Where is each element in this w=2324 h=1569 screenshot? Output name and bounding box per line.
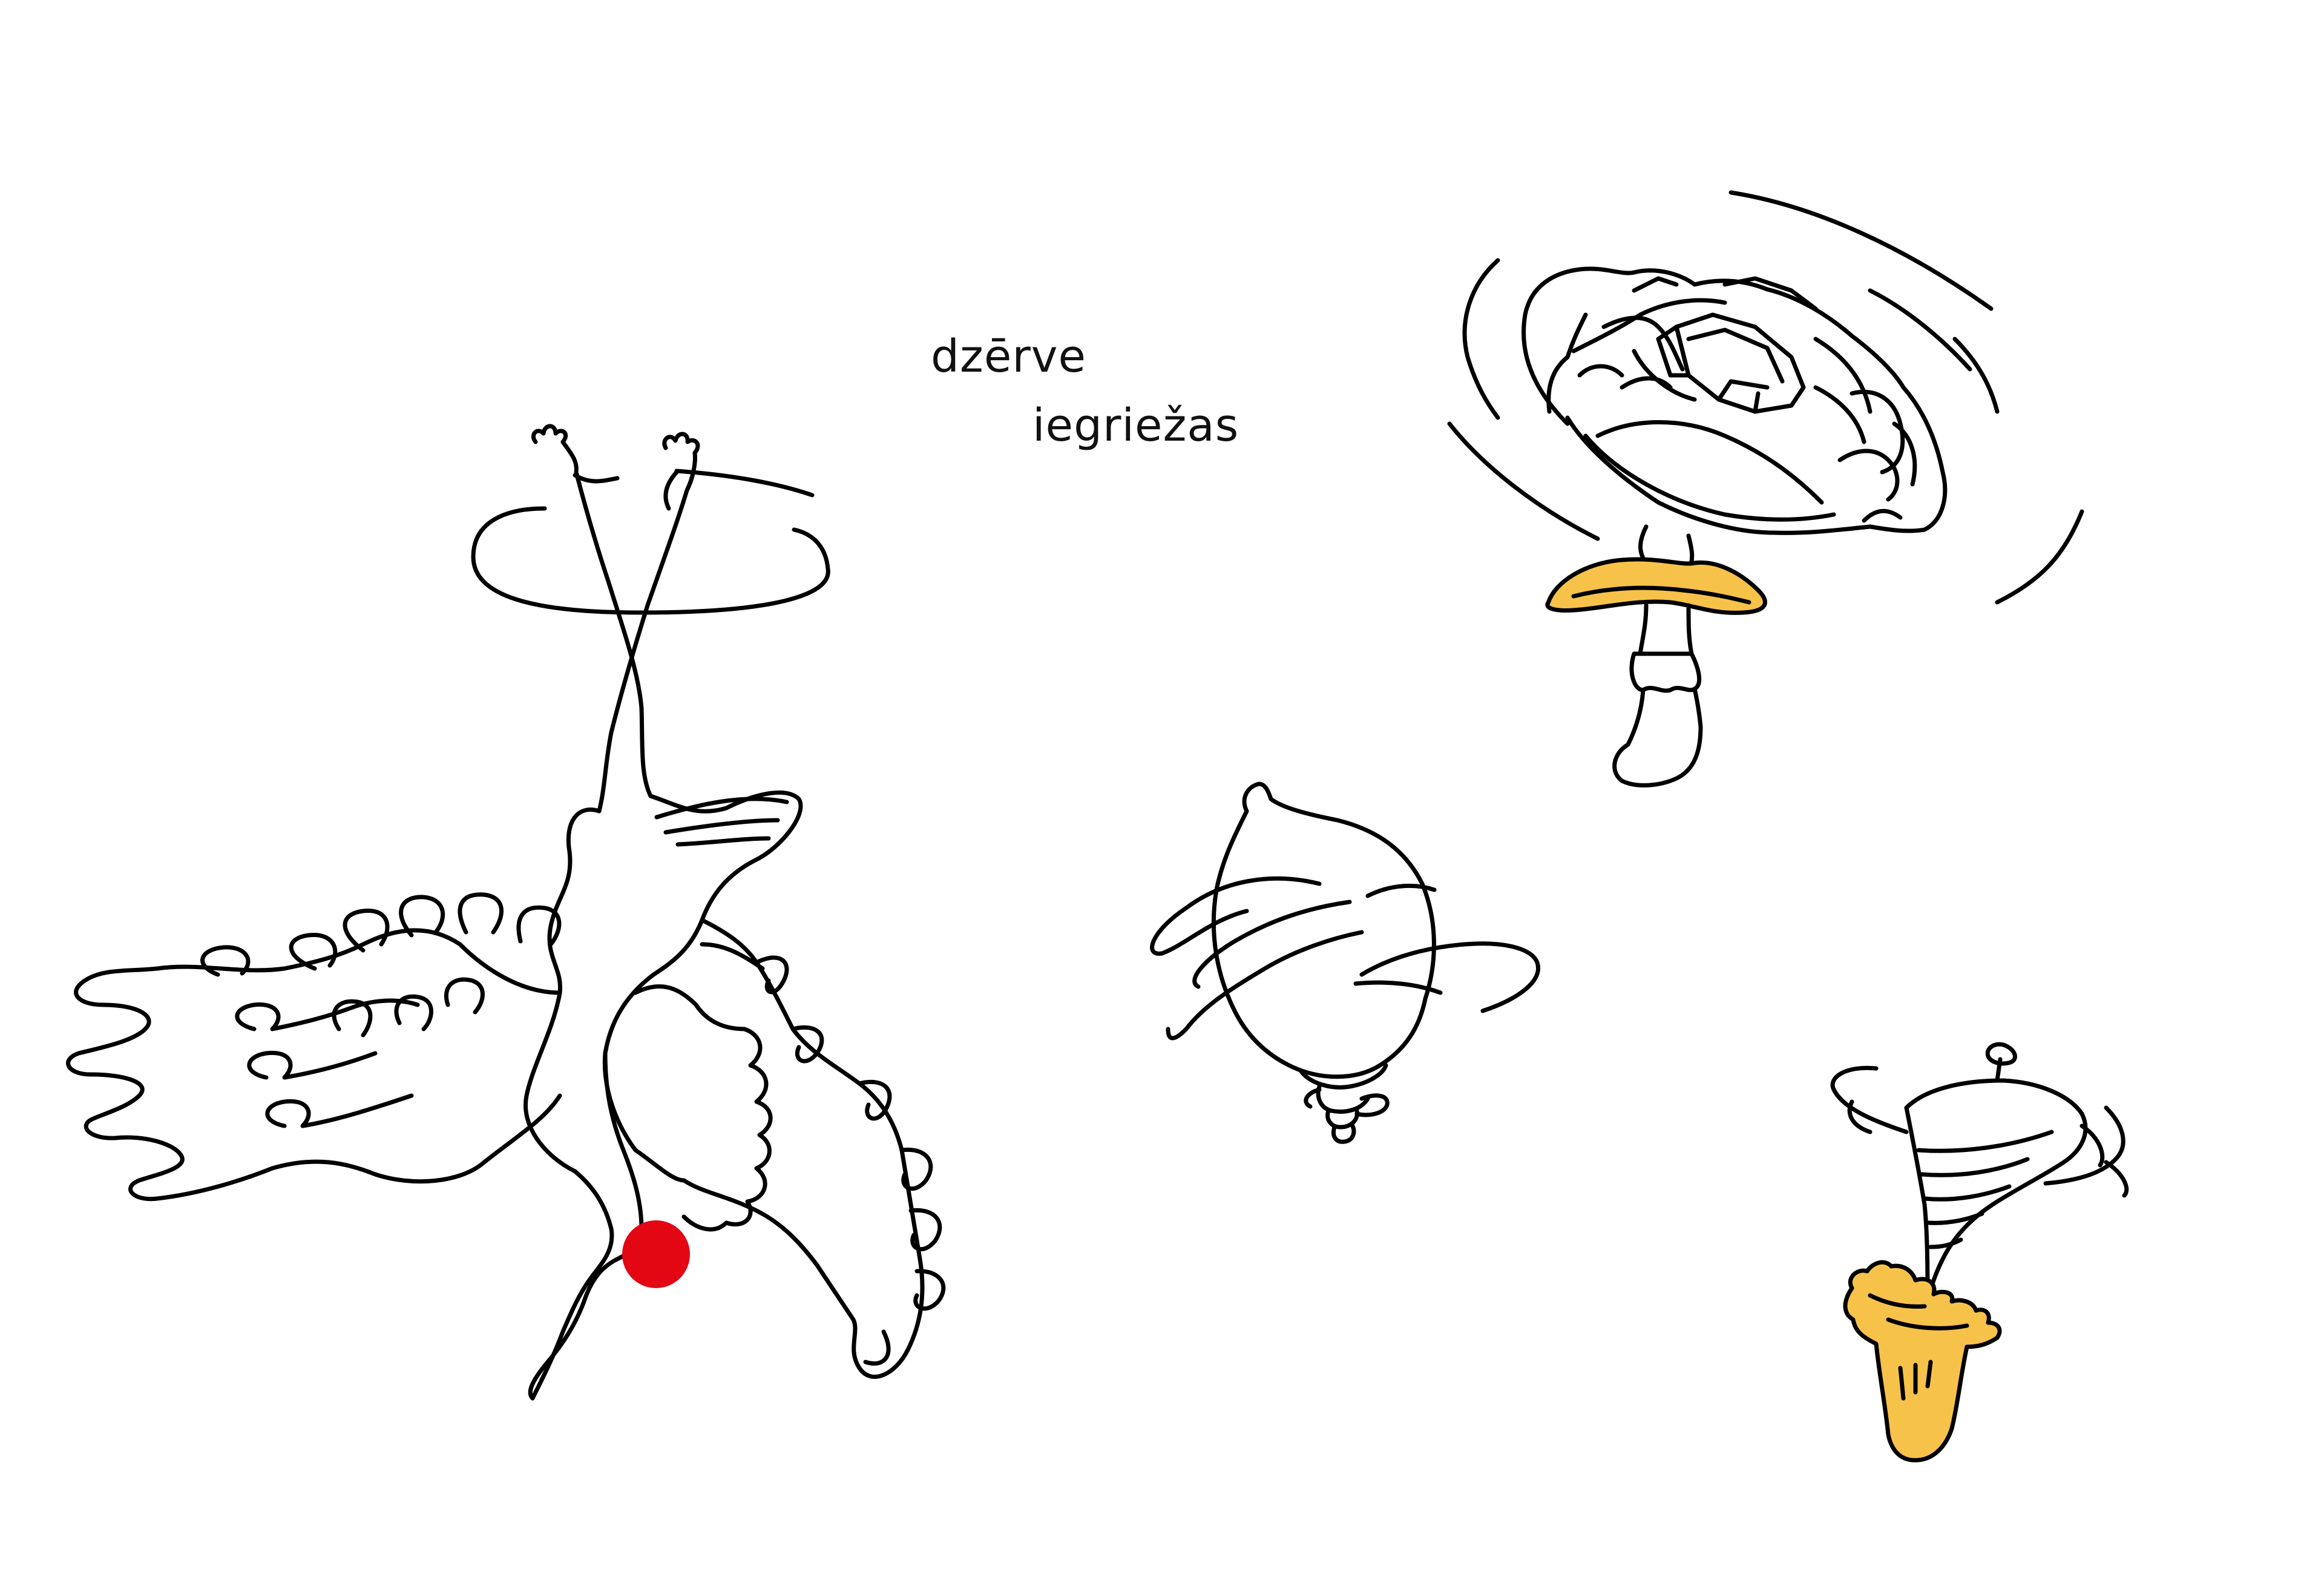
chanterelle-top-icon xyxy=(1830,1042,2129,1462)
caption-line-1: dzērve xyxy=(931,331,1087,383)
spinning-top-icon xyxy=(1150,781,1540,1144)
spinning-top-mushroom-icon xyxy=(1447,190,2084,788)
caption-line-2: iegriežas xyxy=(1032,400,1239,452)
crane-icon xyxy=(66,424,946,1401)
crane-red-crown xyxy=(622,1220,690,1288)
